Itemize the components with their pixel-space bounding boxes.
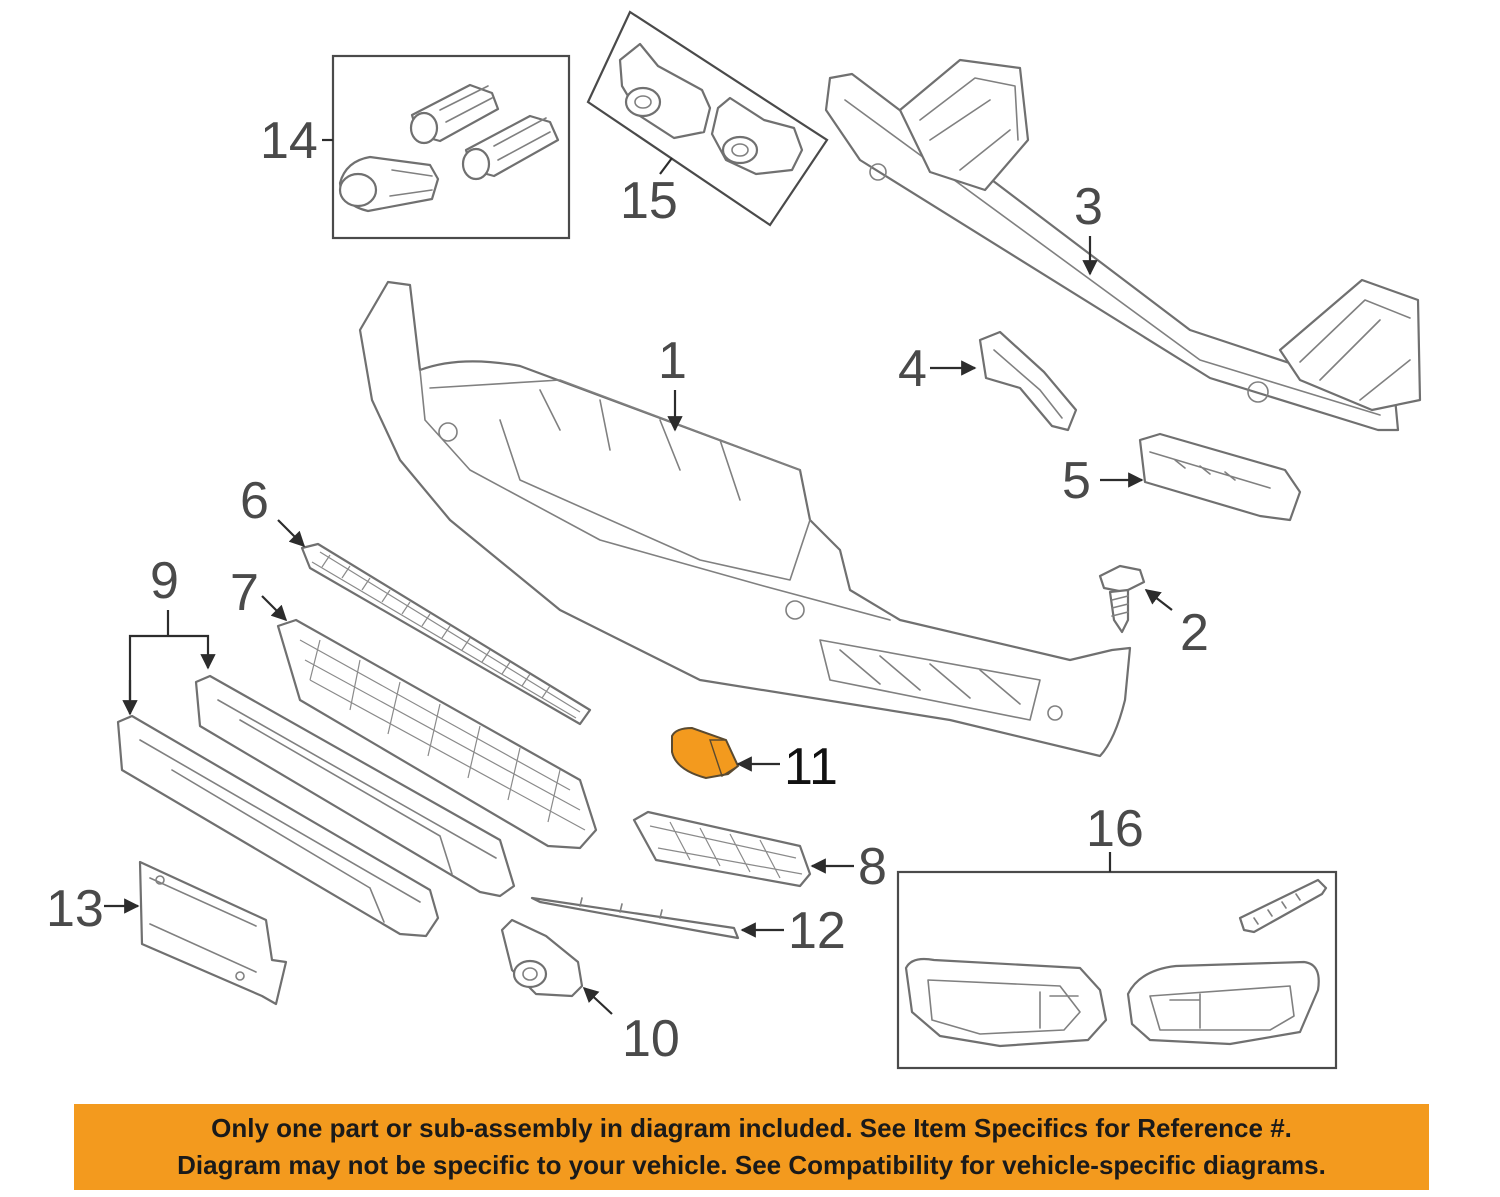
part-15-sensor-brackets-group[interactable]: 15 bbox=[586, 10, 829, 230]
callout-16[interactable]: 16 bbox=[1086, 800, 1144, 858]
part-15-bracket-a bbox=[618, 42, 712, 140]
part-7-mesh-grille[interactable]: 7 bbox=[230, 564, 598, 850]
part-2-bolt[interactable]: 2 bbox=[1098, 564, 1209, 662]
callout-12[interactable]: 12 bbox=[788, 902, 846, 960]
part-16-fog-light-frames-group[interactable]: 16 bbox=[896, 800, 1338, 1070]
callout-7[interactable]: 7 bbox=[230, 564, 259, 622]
part-16-frame-right bbox=[1126, 960, 1320, 1046]
parts-diagram: 14 15 3 4 bbox=[46, 10, 1422, 1070]
part-16-small-bracket bbox=[1238, 878, 1328, 934]
part-6-upper-grille[interactable]: 6 bbox=[240, 472, 592, 726]
part-4-bracket[interactable]: 4 bbox=[898, 330, 1078, 432]
part-12-trim-strip[interactable]: 12 bbox=[530, 896, 846, 960]
part-15-box bbox=[586, 10, 829, 227]
part-11-shape[interactable] bbox=[671, 726, 740, 780]
part-15-bracket-b bbox=[710, 96, 804, 176]
part-8-side-grille[interactable]: 8 bbox=[632, 810, 887, 896]
callout-1[interactable]: 1 bbox=[658, 332, 687, 390]
callout-11[interactable]: 11 bbox=[784, 738, 838, 796]
callout-5[interactable]: 5 bbox=[1062, 452, 1091, 510]
callout-8[interactable]: 8 bbox=[858, 838, 887, 896]
callout-6[interactable]: 6 bbox=[240, 472, 269, 530]
part-3-reinforcement-bar[interactable]: 3 bbox=[824, 58, 1422, 432]
part-16-frame-left bbox=[904, 957, 1108, 1048]
callout-2[interactable]: 2 bbox=[1180, 604, 1209, 662]
callout-14[interactable]: 14 bbox=[260, 112, 318, 170]
part-14-parking-sensors-group[interactable]: 14 bbox=[260, 54, 571, 240]
part-1-bumper-cover[interactable]: 1 bbox=[358, 280, 1132, 758]
disclaimer-banner: Only one part or sub-assembly in diagram… bbox=[74, 1104, 1429, 1190]
callout-9[interactable]: 9 bbox=[150, 552, 179, 610]
disclaimer-line-1: Only one part or sub-assembly in diagram… bbox=[211, 1113, 1292, 1143]
callout-10[interactable]: 10 bbox=[622, 1010, 680, 1068]
part-14-box bbox=[331, 54, 571, 240]
callout-13[interactable]: 13 bbox=[46, 880, 104, 938]
callout-15[interactable]: 15 bbox=[620, 172, 678, 230]
callout-3[interactable]: 3 bbox=[1074, 178, 1103, 236]
part-16-box bbox=[896, 870, 1338, 1070]
part-11-tow-hook-cover[interactable]: 11 bbox=[671, 726, 838, 796]
callout-4[interactable]: 4 bbox=[898, 340, 927, 398]
disclaimer-line-2: Diagram may not be specific to your vehi… bbox=[177, 1150, 1326, 1180]
part-13-license-bracket[interactable]: 13 bbox=[46, 860, 288, 1006]
part-14-sensor-c bbox=[338, 155, 440, 213]
callout-15-leader bbox=[659, 157, 673, 175]
part-14-sensor-b bbox=[461, 114, 560, 181]
part-9-grille-frames[interactable]: 9 bbox=[116, 552, 516, 938]
part-10-sensor-holder[interactable]: 10 bbox=[500, 918, 680, 1068]
part-5-guide[interactable]: 5 bbox=[1062, 432, 1302, 522]
part-14-sensor-a bbox=[409, 83, 500, 145]
